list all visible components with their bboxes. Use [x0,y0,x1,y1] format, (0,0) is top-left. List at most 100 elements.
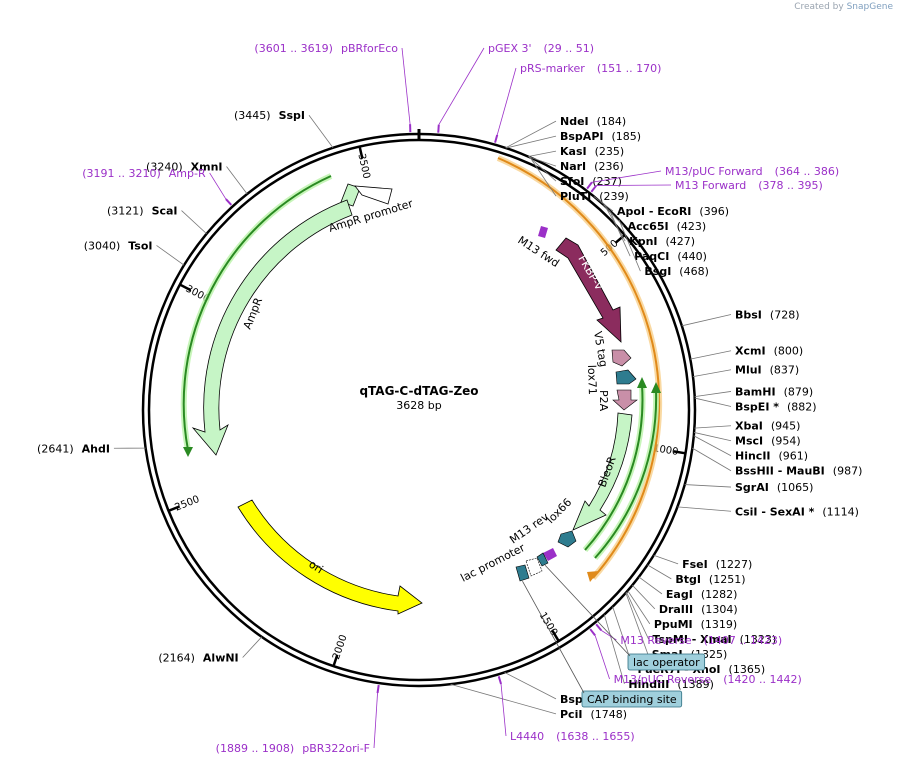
site-xmni: (3240) XmnI [146,161,222,174]
primer-pbrforeco: (3601 .. 3619)pBRforEco [254,42,398,55]
primer-mark [497,676,503,685]
site-name: MluI [735,364,762,377]
primer-coord: (378 .. 395) [758,179,823,192]
primer-name: L4440 [510,730,544,743]
leader-line [593,196,614,212]
site-name: BsgI [644,265,671,278]
primer-coord: (1638 .. 1655) [556,730,635,743]
site-name: BspAPI [560,130,603,143]
site-name: BspEI * [735,400,779,413]
site-name: PpuMI [654,618,693,631]
leader-line [603,614,625,684]
site-coord: (3121) [107,205,144,218]
primer-name: pGEX 3' [488,42,532,55]
site-bspapi: BspAPI(185) [560,130,641,143]
site-name: BamHI [735,385,776,398]
leader-line [505,120,557,149]
site-coord: (882) [787,400,817,413]
site-coord: (1251) [709,573,746,586]
leader-line [690,350,732,360]
site-sgrai: SgrAI(1065) [735,481,813,494]
lox71-feature [615,369,637,385]
site-apoi: ApoI - EcoRI (396) [617,205,729,218]
primer-leader [496,67,517,136]
site-coord: (1114) [822,505,859,518]
primer-leader [500,683,507,737]
site-eagi: EagI(1282) [666,588,737,601]
primer-name: pRS-marker [520,62,585,75]
orf-bleor-arrowhead-1 [637,377,647,388]
site-coord: (3240) [146,161,183,174]
site-bsgi: BsgI(468) [644,265,709,278]
tick-label: 2000 [331,633,349,661]
site-kasi: KasI (235) [560,145,624,158]
leader-line [528,156,557,167]
plasmid-name: qTAG-C-dTAG-Zeo [359,384,478,398]
site-paqci: PaqCI(440) [634,250,707,263]
site-name: SfoI [560,175,584,188]
primer-mark [595,623,603,632]
site-name: PluTI [560,190,591,203]
primer-coord: (364 .. 386) [775,165,840,178]
site-name: XmnI [191,161,223,174]
leader-line [242,636,263,658]
primer-l4440: L4440 (1638 .. 1655) [510,730,635,743]
site-sfoi: SfoI(237) [560,175,622,188]
site-coord: (236) [594,160,624,173]
site-name: AhdI [82,442,110,455]
primer-mark [225,198,233,206]
site-name: XbaI [735,420,763,433]
primer-prs-marker: pRS-marker(151 .. 170) [520,62,661,75]
primer-name: pBR322ori-F [302,742,370,755]
leader-line [156,245,185,266]
plasmid-length: 3628 bp [396,399,441,412]
site-name: Acc65I [628,220,669,233]
site-coord: (1319) [701,618,738,631]
primer-m13-puc-reverse: M13/pUC Reverse(1420 .. 1442) [614,673,802,686]
leader-line [625,592,649,655]
site-name: BbsI [735,308,762,321]
site-coord: (239) [599,190,629,203]
primer-mark [589,628,596,636]
orf-bleor-arc-1 [584,384,644,551]
site-coord: (235) [595,145,625,158]
primer-leader [209,172,227,200]
site-pluti: PluTI (239) [560,190,629,203]
primer-name: Amp-R [169,167,206,180]
site-pcii: PciI(1748) [560,708,627,721]
site-coord: (440) [677,250,707,263]
v5-tag-label: V5 tag [591,330,610,368]
site-ppumi: PpuMI (1319) [654,618,737,631]
site-name: BtgI [675,573,701,586]
site-coord: (396) [699,205,729,218]
primer-pgex-3-: pGEX 3'(29 .. 51) [488,42,594,55]
primer-coord: (1889 .. 1908) [216,742,295,755]
leader-line [653,554,679,565]
leader-line [528,150,557,157]
tick-mark [168,505,181,512]
site-name: KasI [560,145,587,158]
leader-line [693,432,732,442]
site-coord: (987) [833,465,863,478]
leader-line [529,157,557,197]
p2a-label: P2A [597,390,610,412]
primer-leader [594,635,610,680]
site-name: ApoI - EcoRI [617,205,691,218]
site-btgi: BtgI (1251) [675,573,745,586]
leader-line [638,576,663,595]
lac-operator-feature [536,552,549,567]
site-coord: (1748) [590,708,627,721]
orf-ampr-arrowhead [183,447,193,457]
site-coord: (1323) [740,633,777,646]
site-name: TspMI - XmaI [652,633,731,646]
primer-pbr322ori-f: (1889 .. 1908) pBR322ori-F [216,742,370,755]
m13-rev-label: M13 rev [507,510,551,546]
primer-m13-reverse: M13 Reverse(1407 .. 1423) [620,634,782,647]
lox71-label: lox71 [585,365,599,395]
box-bg [627,653,706,671]
site-ahdi: (2641)AhdI [37,442,110,455]
site-name: ScaI [152,205,178,218]
site-name: TsoI [128,239,152,252]
box-label: CAP binding site [587,693,677,706]
